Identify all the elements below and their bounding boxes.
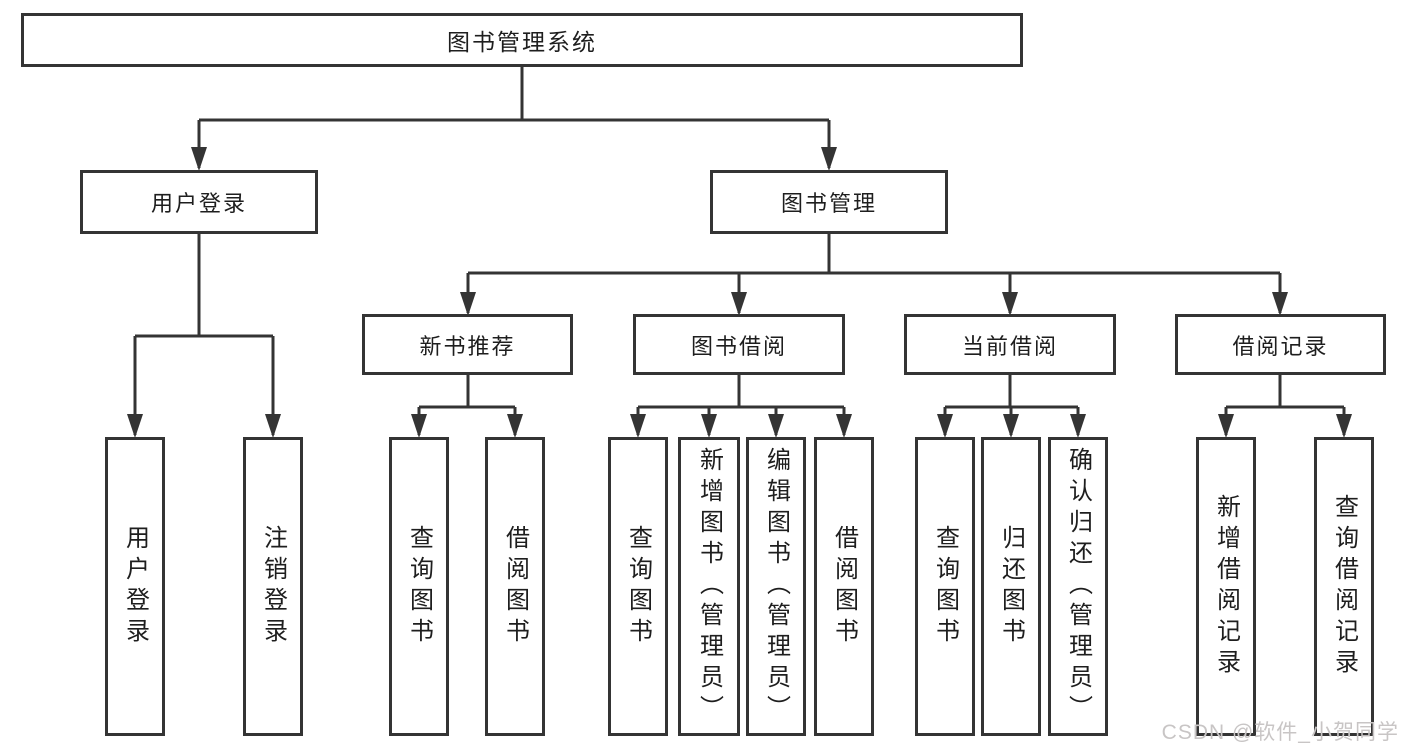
node-borrowing-records: 借阅记录 [1175,314,1386,375]
leaf-logout: 注销登录 [243,437,303,736]
node-new-book-recommend: 新书推荐 [362,314,573,375]
leaf-confirm-return-admin: 确认归还（管理员） [1048,437,1108,736]
node-book-management: 图书管理 [710,170,948,234]
leaf-user-login: 用户登录 [105,437,165,736]
leaf-borrow-books-recommend: 借阅图书 [485,437,545,736]
leaf-query-books-recommend: 查询图书 [389,437,449,736]
node-library-system: 图书管理系统 [21,13,1023,67]
leaf-borrow-books: 借阅图书 [814,437,874,736]
node-user-login: 用户登录 [80,170,318,234]
leaf-edit-book-admin: 编辑图书（管理员） [746,437,806,736]
leaf-add-borrow-record: 新增借阅记录 [1196,437,1256,736]
node-book-borrowing: 图书借阅 [633,314,845,375]
leaf-query-books-current: 查询图书 [915,437,975,736]
leaf-query-books-borrowing: 查询图书 [608,437,668,736]
node-current-borrowing: 当前借阅 [904,314,1116,375]
leaf-query-borrow-record: 查询借阅记录 [1314,437,1374,736]
csdn-watermark: CSDN @软件_小贺同学 [1161,721,1399,744]
leaf-add-book-admin: 新增图书（管理员） [678,437,740,736]
leaf-return-books: 归还图书 [981,437,1041,736]
